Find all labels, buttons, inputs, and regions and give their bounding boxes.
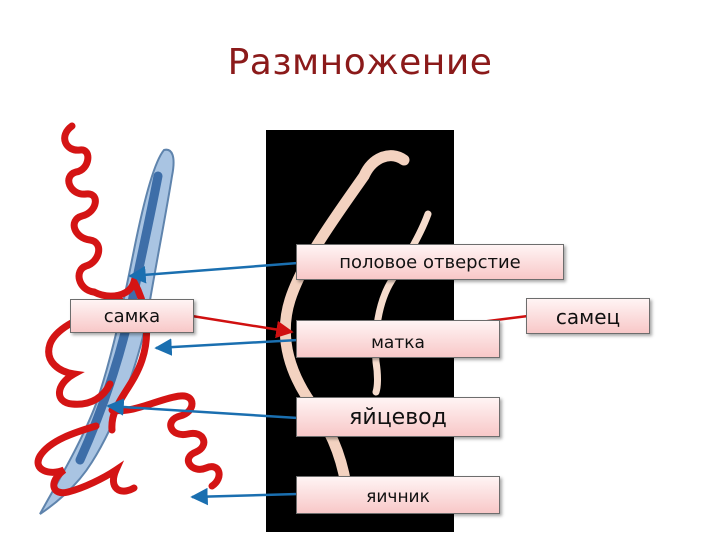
ovary-tube-lower: [34, 422, 138, 497]
arrow-oviduct: [106, 398, 299, 420]
arrow-female: [191, 314, 294, 339]
label-female: самка: [70, 299, 194, 333]
slide-title: Размножение: [227, 42, 493, 83]
label-uterus: матка: [296, 320, 500, 358]
label-genital-opening: половое отверстие: [296, 244, 564, 280]
label-male: самец: [526, 298, 650, 334]
arrow-uterus: [154, 338, 299, 356]
label-ovary: яичник: [296, 476, 500, 514]
arrow-genital-opening: [128, 261, 299, 284]
oviduct-tube-upper: [61, 122, 103, 296]
arrow-ovary: [190, 487, 299, 506]
worm-body: [39, 148, 175, 515]
oviduct-tube-right: [108, 392, 223, 490]
label-oviduct: яйцевод: [296, 397, 500, 437]
